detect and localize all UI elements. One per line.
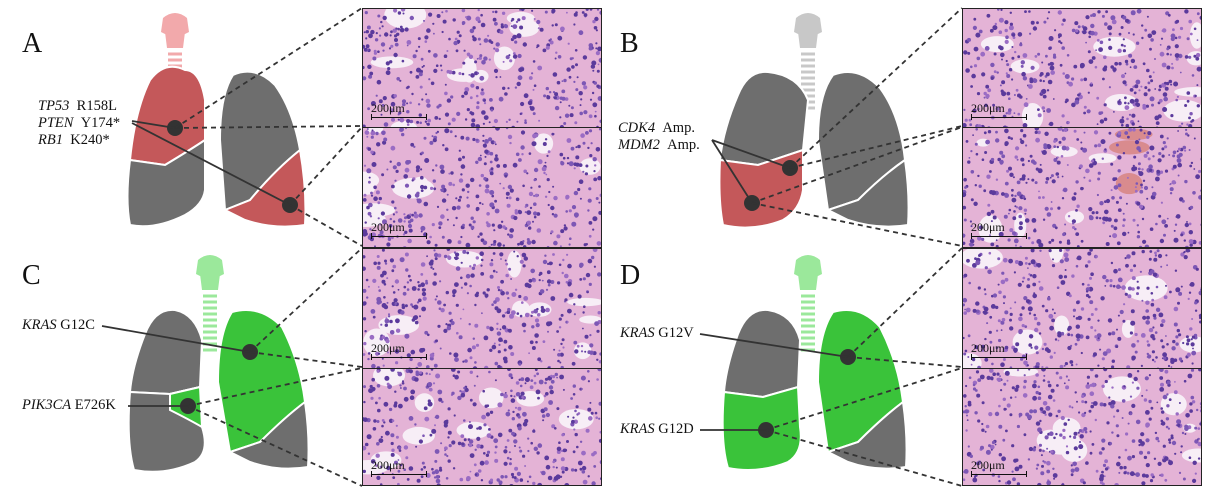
trachea-rings-c <box>203 294 217 352</box>
label-connectors <box>101 120 849 431</box>
left-lower-lobe-b <box>825 158 910 228</box>
histology-image-4: 200μm <box>362 368 602 486</box>
histology-connectors <box>174 7 963 487</box>
trachea-rings-d <box>801 294 815 352</box>
panel-label-c: C <box>22 260 41 291</box>
mutation-label-b-2: MDM2 Amp. <box>618 137 700 153</box>
mutation-label-a-1: TP53 R158L <box>38 98 117 114</box>
histology-image-5: 200μm <box>962 8 1202 129</box>
mutation-label-c-1: KRAS G12C <box>22 317 95 333</box>
histology-image-1: 200μm <box>362 8 602 129</box>
scale-bar: 200μm <box>971 458 1027 477</box>
lung-diagram-a <box>126 13 307 228</box>
mutation-label-a-3: RB1 K240* <box>38 132 110 148</box>
left-lower-lobe-d <box>825 400 908 470</box>
scale-bar-line <box>971 471 1027 477</box>
right-upper-lobe-d <box>722 308 802 399</box>
scale-bar: 200μm <box>371 341 427 360</box>
scale-bar: 200μm <box>971 220 1027 239</box>
scale-bar-label: 200μm <box>371 220 405 234</box>
scale-bar-line <box>371 114 427 120</box>
mutation-label-d-2: KRAS G12D <box>620 421 694 437</box>
scale-bar-line <box>371 354 427 360</box>
panel-label-a: A <box>22 28 43 59</box>
panel-label-b: B <box>620 28 639 59</box>
right-upper-lobe-c <box>128 308 204 396</box>
scale-bar-line <box>971 233 1027 239</box>
scale-bar-label: 200μm <box>971 220 1005 234</box>
right-lower-lobe-b <box>718 148 804 229</box>
trachea-a <box>161 13 189 48</box>
mutation-label-c-2: PIK3CA E726K <box>22 397 116 413</box>
scale-bar-line <box>371 471 427 477</box>
scale-bar-line <box>971 354 1027 360</box>
right-lower-lobe-a <box>126 138 206 228</box>
scale-bar-line <box>971 114 1027 120</box>
scale-bar: 200μm <box>371 458 427 477</box>
histology-image-7: 200μm <box>962 248 1202 369</box>
scale-bar: 200μm <box>371 101 427 120</box>
trachea-d <box>794 255 822 290</box>
scale-bar: 200μm <box>971 341 1027 360</box>
panel-label-d: D <box>620 260 641 291</box>
scale-bar-label: 200μm <box>371 458 405 472</box>
scale-bar-label: 200μm <box>371 341 405 355</box>
mutation-label-a-2: PTEN Y174* <box>38 115 121 131</box>
right-upper-lobe-b <box>718 70 810 167</box>
scale-bar-label: 200μm <box>371 101 405 115</box>
scale-bar: 200μm <box>971 101 1027 120</box>
lung-diagram-c <box>127 255 310 473</box>
lung-diagram-b <box>718 13 910 229</box>
lung-diagram-d <box>721 255 908 471</box>
histology-image-2: 200μm <box>362 127 602 248</box>
mutation-label-d-1: KRAS G12V <box>620 325 694 341</box>
histology-image-3: 200μm <box>362 248 602 369</box>
trachea-b <box>794 13 822 48</box>
scale-bar: 200μm <box>371 220 427 239</box>
scale-bar-label: 200μm <box>971 101 1005 115</box>
scale-bar-line <box>371 233 427 239</box>
trachea-c <box>196 255 224 290</box>
histology-image-8: 200μm <box>962 368 1202 486</box>
histology-image-6: 200μm <box>962 127 1202 248</box>
mutation-label-b-1: CDK4 Amp. <box>618 120 695 136</box>
scale-bar-label: 200μm <box>971 341 1005 355</box>
scale-bar-label: 200μm <box>971 458 1005 472</box>
